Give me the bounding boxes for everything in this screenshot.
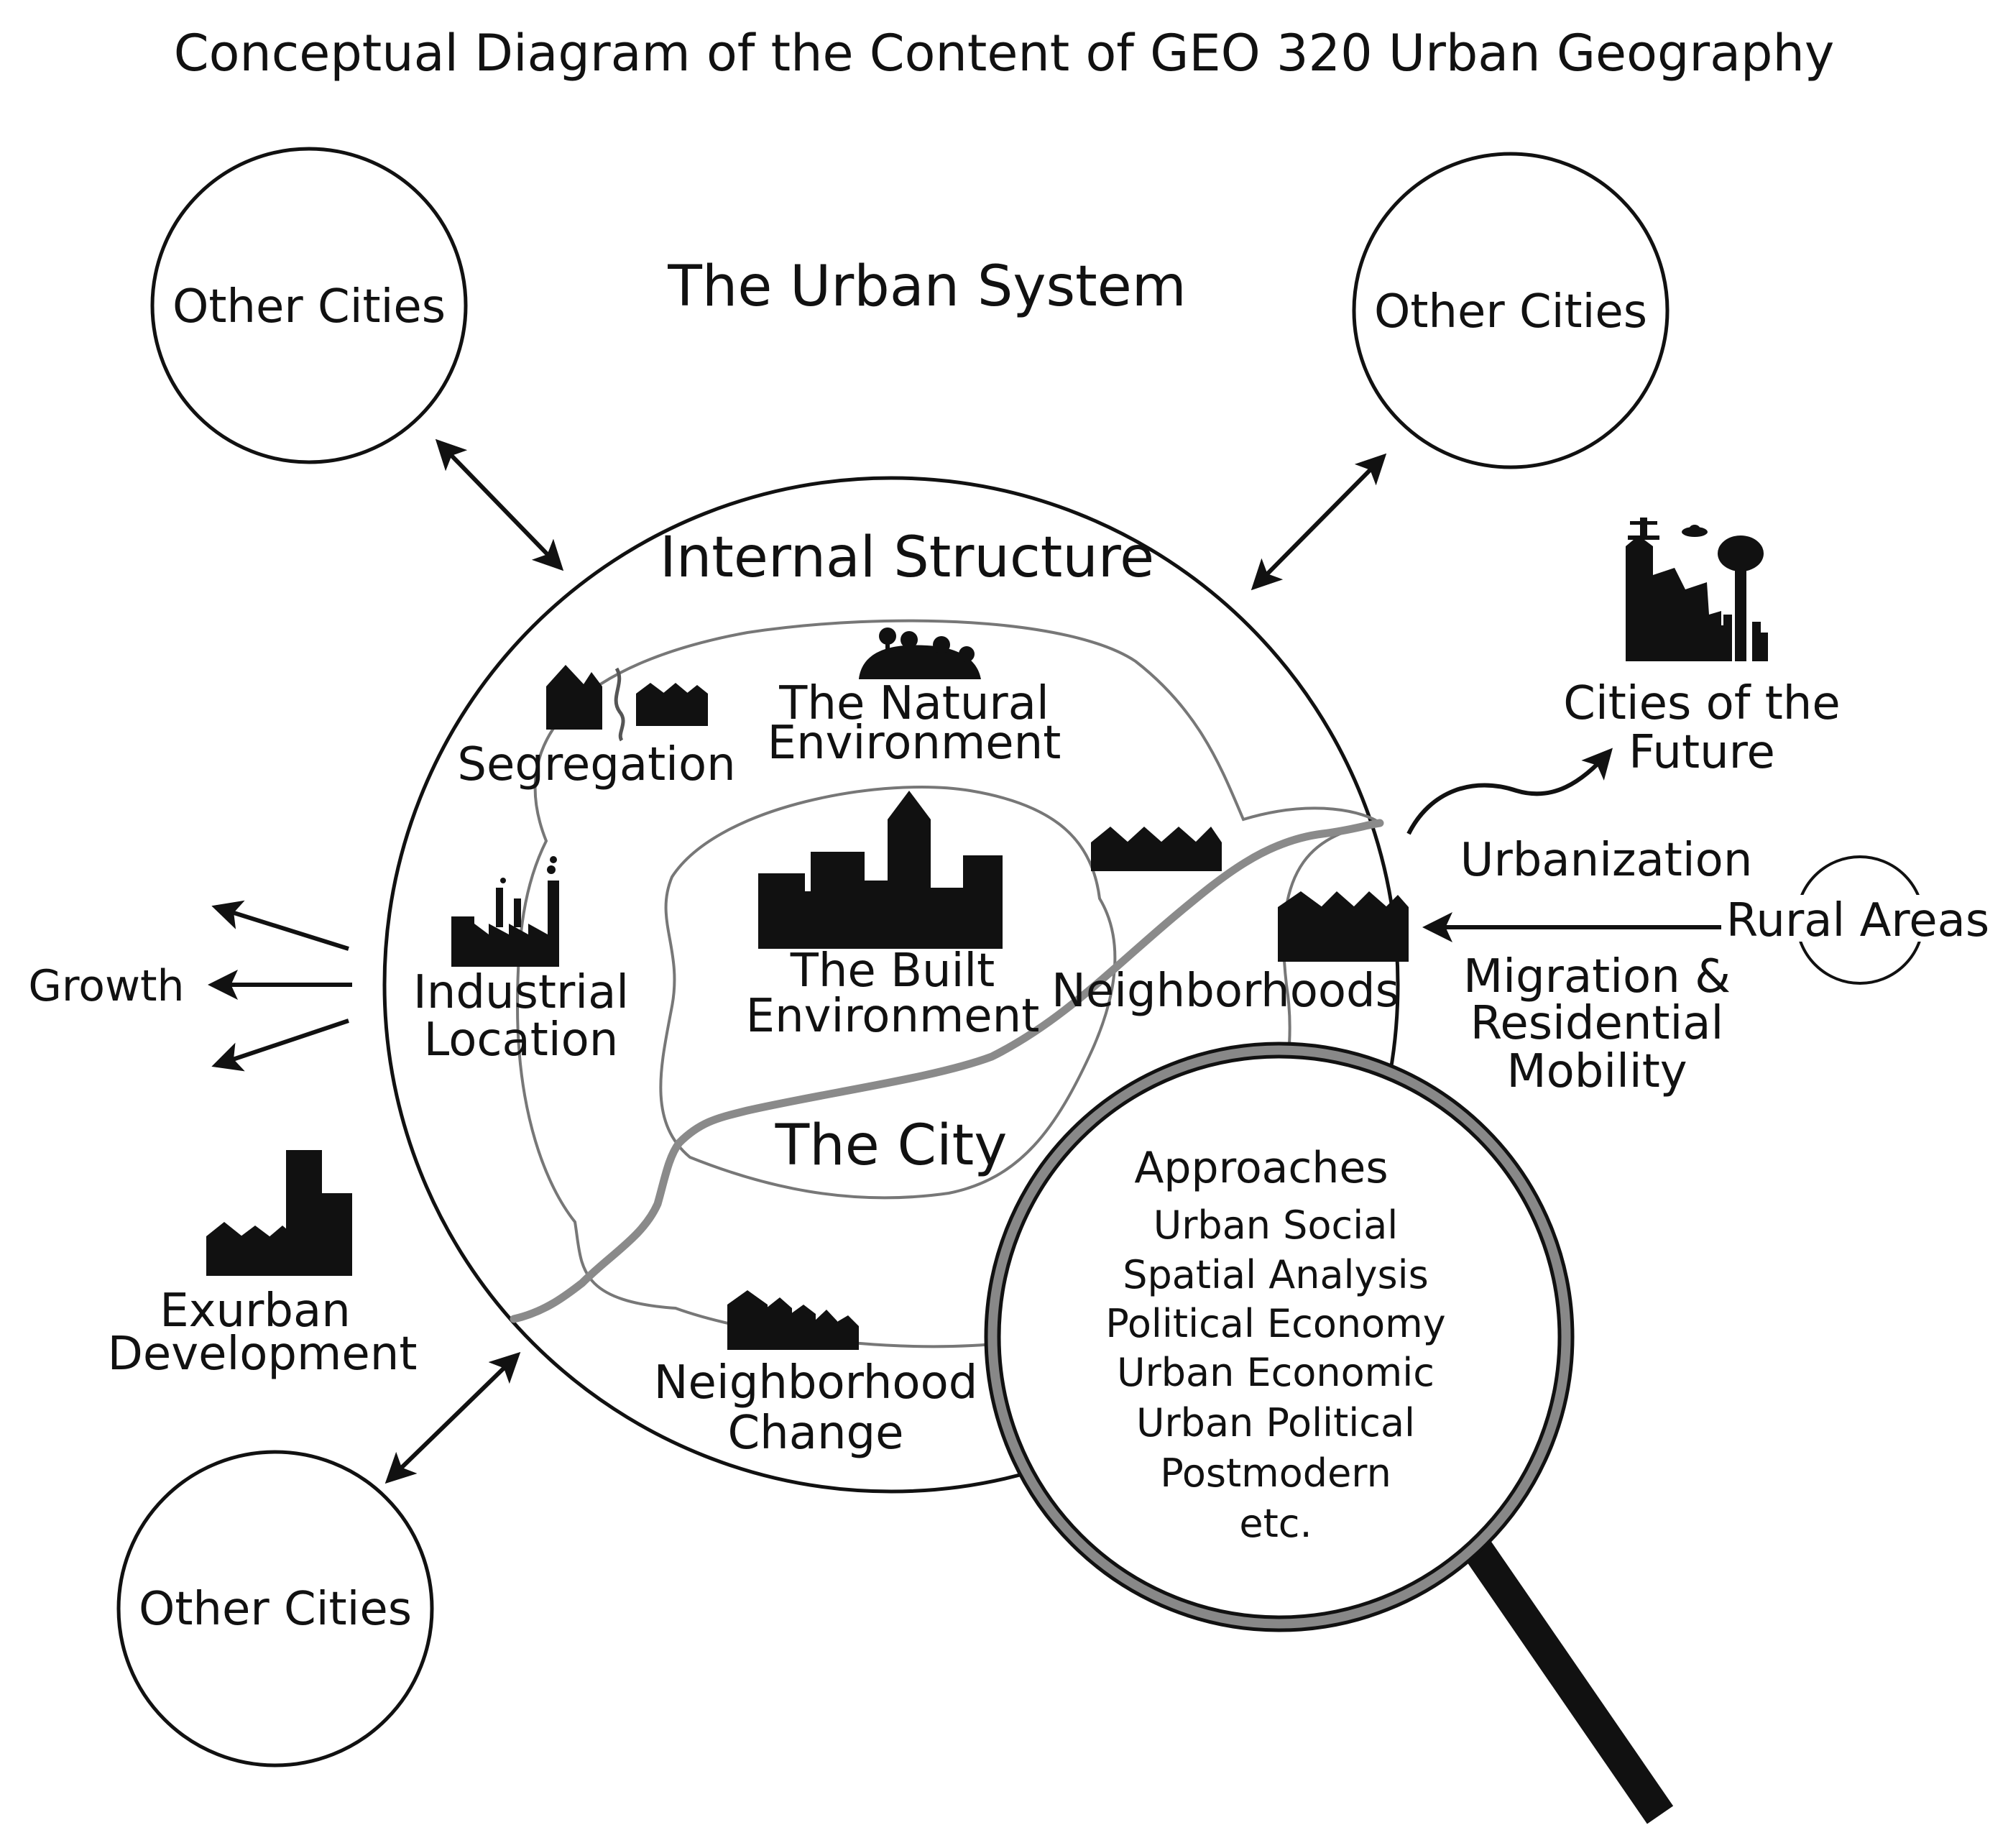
building-silhouette-icon	[206, 1150, 352, 1276]
built-environment-label: The Built	[790, 944, 995, 998]
double-arrow-icon	[435, 438, 564, 571]
other-cities-label: Other Cities	[139, 1583, 412, 1636]
house-icon	[1091, 827, 1222, 871]
other-cities-label: Other Cities	[172, 280, 446, 334]
migration-label: Migration &	[1463, 950, 1731, 1003]
natural-environment-label: The Natural	[778, 677, 1049, 730]
exurban-development-label: Exurban	[160, 1284, 351, 1338]
cities-of-future-label: Future	[1629, 726, 1775, 779]
approach-item: Political Economy	[1105, 1301, 1445, 1346]
neighborhoods-label: Neighborhoods	[1051, 965, 1399, 1018]
cities-of-future-label: Cities of the	[1563, 677, 1840, 730]
urban-system-label: The Urban System	[667, 254, 1186, 319]
natural-environment-label: Environment	[768, 717, 1061, 770]
rural-areas-label: Rural Areas	[1726, 894, 1989, 947]
double-arrow-icon	[1251, 453, 1387, 591]
approach-item: Urban Social	[1153, 1203, 1399, 1248]
other-cities-label: Other Cities	[1374, 285, 1647, 339]
internal-structure-label: Internal Structure	[660, 525, 1154, 590]
house-icon	[727, 1290, 859, 1350]
magnifying-glass-icon	[984, 1042, 1674, 1824]
city-outer-circle	[382, 476, 1400, 1494]
growth-arrow	[211, 900, 349, 951]
urbanization-label: Urbanization	[1460, 834, 1753, 887]
rural-label-background	[1732, 895, 1984, 942]
approach-item: Postmodern	[1160, 1451, 1391, 1496]
approaches-heading: Approaches	[1134, 1143, 1388, 1193]
house-icon	[1278, 891, 1409, 962]
industrial-location-label: Location	[424, 1013, 619, 1067]
industrial-location-label: Industrial	[413, 966, 629, 1019]
road-line	[510, 819, 1384, 1323]
futuristic-city-icon	[1626, 518, 1768, 661]
approach-item: etc.	[1239, 1501, 1312, 1546]
future-arrow	[1406, 748, 1613, 835]
growth-label: Growth	[28, 961, 184, 1011]
segregation-divider	[614, 667, 625, 742]
house-icon	[546, 665, 708, 730]
the-city-label: The City	[775, 1113, 1008, 1178]
approach-item: Spatial Analysis	[1123, 1252, 1429, 1297]
neighborhood-change-label: Change	[727, 1407, 903, 1460]
factory-icon	[451, 856, 559, 967]
diagram-title: Conceptual Diagram of the Content of GEO…	[174, 24, 1835, 83]
approach-item: Urban Economic	[1117, 1350, 1434, 1395]
approach-item: Urban Political	[1136, 1400, 1415, 1445]
built-environment-boundary	[659, 786, 1117, 1200]
other-cities-bottom-left: Other Cities	[116, 1450, 434, 1767]
internal-region-boundary	[515, 619, 1383, 1348]
migration-label: Residential	[1470, 997, 1724, 1050]
built-environment-label: Environment	[746, 990, 1040, 1043]
tree-hill-icon	[859, 628, 981, 679]
other-cities-top-left: Other Cities	[150, 147, 468, 464]
other-cities-top-right: Other Cities	[1352, 152, 1670, 469]
migration-label: Mobility	[1506, 1045, 1687, 1098]
double-arrow-icon	[384, 1351, 521, 1484]
segregation-label: Segregation	[457, 738, 735, 791]
building-silhouette-icon	[758, 791, 1003, 949]
growth-arrow	[211, 1019, 349, 1072]
neighborhood-change-label: Neighborhood	[654, 1356, 978, 1410]
exurban-development-label: Development	[108, 1328, 418, 1381]
